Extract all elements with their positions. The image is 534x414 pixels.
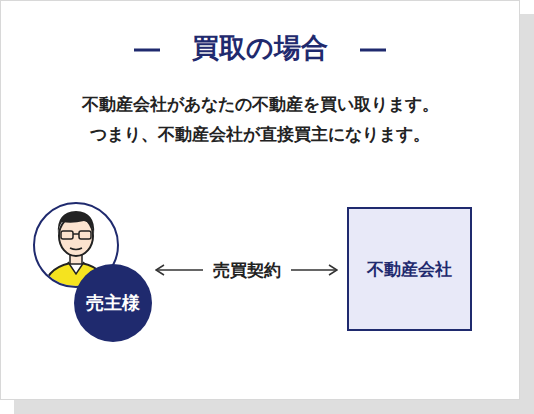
title: 買取の場合 bbox=[0, 30, 520, 66]
box-outline bbox=[348, 208, 471, 330]
node-text-group: 売主様 bbox=[86, 291, 140, 314]
node-label: 不動産会社 bbox=[367, 258, 452, 280]
mouth bbox=[70, 248, 82, 250]
description-line: つまり、不動産会社が直接買主になります。 bbox=[0, 121, 520, 147]
company-box: 不動産会社 bbox=[347, 207, 472, 331]
glasses bbox=[79, 231, 91, 239]
node-text-group: 不動産会社 bbox=[367, 258, 452, 280]
circle-outline bbox=[74, 264, 152, 342]
glasses bbox=[61, 231, 73, 239]
title-dash bbox=[134, 49, 160, 52]
edge-label: 売買契約 bbox=[203, 258, 291, 282]
node-label: 売主様 bbox=[86, 291, 140, 314]
glasses-bridge bbox=[73, 233, 79, 235]
description-line: 不動産会社があなたの不動産を買い取ります。 bbox=[0, 91, 520, 117]
title-dash bbox=[360, 49, 386, 52]
seller-circle: 売主様 bbox=[74, 264, 152, 342]
card bbox=[1, 1, 520, 400]
